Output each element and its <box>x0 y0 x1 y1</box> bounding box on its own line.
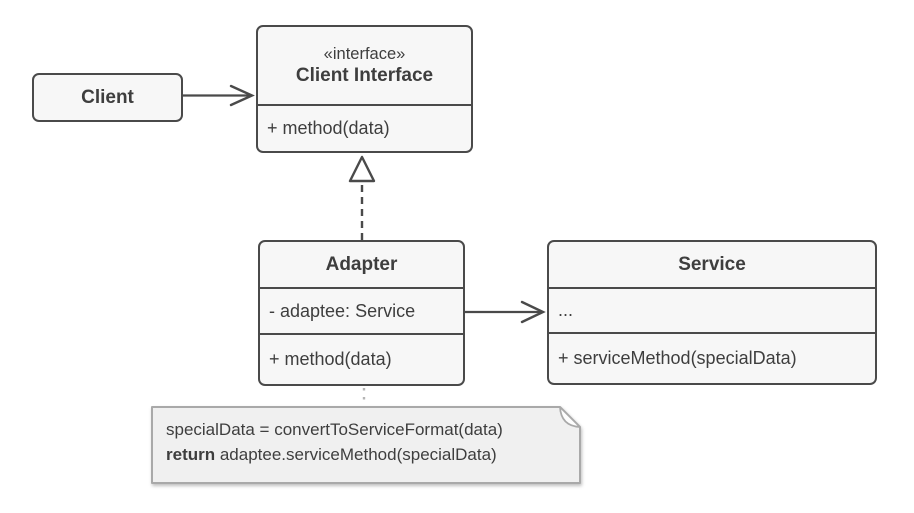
class-name: Client Interface <box>295 65 434 86</box>
attribute-row: ... <box>549 289 875 334</box>
code-note: specialData = convertToServiceFormat(dat… <box>152 407 580 483</box>
association-adapter-to-service <box>465 300 546 324</box>
class-box-service: Service ... + serviceMethod(specialData) <box>547 240 877 385</box>
class-box-client: Client <box>32 73 183 122</box>
class-box-adapter: Adapter - adaptee: Service + method(data… <box>258 240 465 386</box>
class-name: Adapter <box>325 253 398 275</box>
stereotype-label: «interface» <box>323 45 406 63</box>
open-arrowhead-icon <box>229 84 255 107</box>
class-box-client-interface: «interface» Client Interface + method(da… <box>256 25 473 153</box>
hollow-triangle-arrowhead-icon <box>348 155 376 183</box>
class-name: Client <box>81 86 134 108</box>
class-header: Client <box>34 75 181 120</box>
open-arrowhead-icon <box>520 300 546 324</box>
association-client-to-interface <box>183 84 255 107</box>
note-line-2-code: adaptee.serviceMethod(specialData) <box>215 445 497 464</box>
class-header: «interface» Client Interface <box>258 27 471 106</box>
attribute-row: - adaptee: Service <box>260 289 463 335</box>
return-keyword: return <box>166 445 216 464</box>
method-row: + method(data) <box>267 118 390 138</box>
class-name: Service <box>678 253 746 275</box>
realization-adapter-to-interface <box>348 155 376 240</box>
method-row: + serviceMethod(specialData) <box>558 348 797 368</box>
class-header: Adapter <box>260 242 463 289</box>
method-row: + method(data) <box>269 349 392 369</box>
note-line-2: return adaptee.serviceMethod(specialData… <box>166 442 560 467</box>
class-header: Service <box>549 242 875 289</box>
note-line-1: specialData = convertToServiceFormat(dat… <box>166 420 503 439</box>
